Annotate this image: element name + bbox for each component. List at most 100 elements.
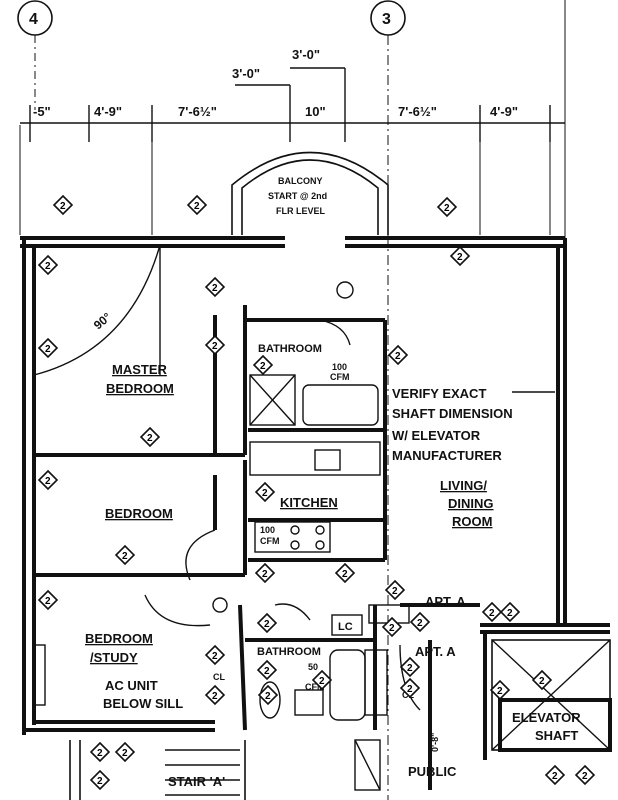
wall-tag-number: 2 [194, 201, 200, 212]
living-dining-label-3: ROOM [452, 514, 492, 529]
wall-tag-35: 2 [89, 769, 111, 791]
wall-tag-17: 2 [37, 589, 59, 611]
fixtures [34, 281, 410, 721]
wall-tag-number: 2 [45, 476, 51, 487]
elevator-label: ELEVATOR [512, 710, 581, 725]
wall-tag-number: 2 [212, 341, 218, 352]
wall-tag-23: 2 [499, 601, 521, 623]
shaft-note-line4: MANUFACTURER [392, 448, 502, 463]
wall-tag-number: 2 [264, 619, 270, 630]
wall-tag-29: 2 [257, 684, 279, 706]
grid-label-3: 3 [382, 11, 391, 28]
wall-tag-number: 2 [319, 676, 325, 687]
wall-tag-12: 2 [37, 469, 59, 491]
grid-bubble-4: 4 [17, 0, 53, 110]
door-swings [33, 244, 421, 711]
wall-tag-number: 2 [407, 684, 413, 695]
wall-tag-7: 2 [37, 337, 59, 359]
wall-tag-number: 2 [212, 691, 218, 702]
wall-tag-24: 2 [204, 644, 226, 666]
bathroom-2-label: BATHROOM [257, 646, 321, 658]
shaft-note: VERIFY EXACT SHAFT DIMENSION W/ ELEVATOR… [392, 386, 555, 463]
master-bedroom-label: MASTER [112, 362, 168, 377]
wall-tag-number: 2 [489, 608, 495, 619]
wall-tag-number: 2 [262, 488, 268, 499]
dim-4: 10" [305, 104, 326, 119]
wall-tag-37: 2 [574, 764, 596, 786]
wall-tag-10: 2 [387, 344, 409, 366]
door-angle-label: 90° [91, 310, 114, 333]
wall-tag-number: 2 [389, 623, 395, 634]
wall-tag-number: 2 [395, 351, 401, 362]
apt-a-label-2: APT. A [415, 644, 456, 659]
apt-a-label-1: APT. A [425, 594, 466, 609]
wall-tag-number: 2 [417, 618, 423, 629]
wall-tag-number: 2 [45, 344, 51, 355]
wall-tag-32: 2 [399, 677, 421, 699]
wall-tag-number: 2 [497, 686, 503, 697]
wall-tag-14: 2 [114, 544, 136, 566]
wall-tag-34: 2 [114, 741, 136, 763]
master-bedroom-label-2: BEDROOM [106, 381, 174, 396]
wall-tag-number: 2 [444, 203, 450, 214]
ac-unit-label: AC UNIT [105, 678, 158, 693]
wall-tag-33: 2 [89, 741, 111, 763]
wall-tag-number: 2 [60, 201, 66, 212]
wall-tag-26: 2 [256, 659, 278, 681]
wall-tag-18: 2 [384, 579, 406, 601]
wall-tag-21: 2 [409, 611, 431, 633]
wall-tag-28: 2 [531, 669, 553, 691]
wall-tag-number: 2 [97, 748, 103, 759]
wall-tag-8: 2 [204, 334, 226, 356]
wall-tag-number: 2 [260, 361, 266, 372]
wall-tag-1: 2 [52, 194, 74, 216]
wall-tag-30: 2 [311, 669, 333, 691]
public-label: PUBLIC [408, 764, 457, 779]
wall-tag-25: 2 [399, 656, 421, 678]
dim-top-b: 3'-0" [292, 47, 320, 62]
elevator-shaft: ELEVATOR SHAFT [491, 639, 612, 752]
dim-2: 4'-9" [94, 104, 122, 119]
bathroom-1-label: BATHROOM [258, 343, 322, 355]
column-lines [19, 0, 566, 240]
wall-tag-31: 2 [204, 684, 226, 706]
wall-tag-16: 2 [334, 562, 356, 584]
stair: STAIR 'A' [69, 739, 381, 800]
wall-tag-13: 2 [254, 481, 276, 503]
wall-tag-19: 2 [256, 612, 278, 634]
dim-vertical: 0'-8" [430, 733, 440, 752]
lc-label: LC [338, 621, 353, 633]
wall-tag-20: 2 [381, 616, 403, 638]
grid-label-4: 4 [29, 11, 38, 28]
living-dining-label-2: DINING [448, 496, 494, 511]
wall-tag-number: 2 [342, 569, 348, 580]
wall-tag-number: 2 [552, 771, 558, 782]
fan-2-value: 100 [260, 525, 275, 535]
dim-6: 4'-9" [490, 104, 518, 119]
elevator-label-2: SHAFT [535, 728, 578, 743]
kitchen-label: KITCHEN [280, 495, 338, 510]
wall-tag-36: 2 [544, 764, 566, 786]
wall-tag-number: 2 [407, 663, 413, 674]
cl-label: CL [213, 672, 225, 682]
fan-3-value: 50 [308, 662, 318, 672]
wall-tag-number: 2 [147, 433, 153, 444]
dim-5: 7'-6½" [398, 104, 437, 119]
wall-tag-number: 2 [265, 691, 271, 702]
bedroom-label: BEDROOM [105, 506, 173, 521]
bedroom-study-label-2: /STUDY [90, 650, 138, 665]
wall-tag-number: 2 [122, 551, 128, 562]
wall-tag-27: 2 [489, 679, 511, 701]
wall-tag-number: 2 [212, 283, 218, 294]
wall-tag-9: 2 [252, 354, 274, 376]
wall-tag-number: 2 [582, 771, 588, 782]
balcony-line3: FLR LEVEL [276, 206, 326, 216]
living-dining-label: LIVING/ [440, 478, 487, 493]
wall-tag-15: 2 [254, 562, 276, 584]
fan-3-unit: CFM [305, 682, 325, 692]
wall-tag-number: 2 [539, 676, 545, 687]
grid-bubble-3: 3 [370, 0, 406, 800]
fan-1-unit: CFM [330, 372, 350, 382]
